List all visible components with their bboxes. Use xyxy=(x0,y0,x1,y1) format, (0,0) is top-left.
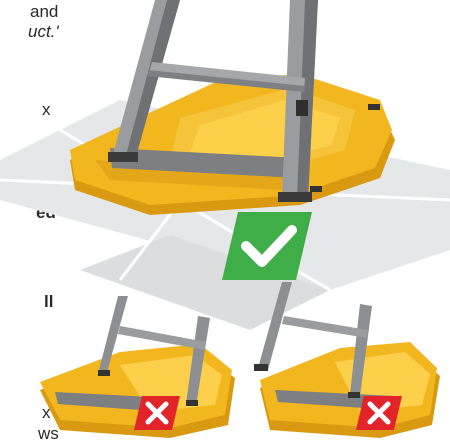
text-fragment-uct: uct.' xyxy=(28,22,59,41)
text-fragment-ll: ll xyxy=(44,292,54,311)
text-fragment-ws: ws xyxy=(38,424,59,443)
main-ladder xyxy=(108,0,318,202)
text-fragment-and: and xyxy=(30,2,59,21)
incorrect-example-left xyxy=(40,296,235,438)
cross-badge-left xyxy=(134,396,180,430)
text-fragment-x-bottom: x xyxy=(42,403,51,422)
text-fragment-x-top: x xyxy=(42,100,51,119)
cross-badge-right xyxy=(356,396,402,430)
cross-icon xyxy=(145,401,169,425)
checkmark-icon xyxy=(241,225,297,267)
incorrect-example-right xyxy=(254,282,440,438)
cross-icon xyxy=(367,401,391,425)
correct-badge xyxy=(222,212,312,280)
